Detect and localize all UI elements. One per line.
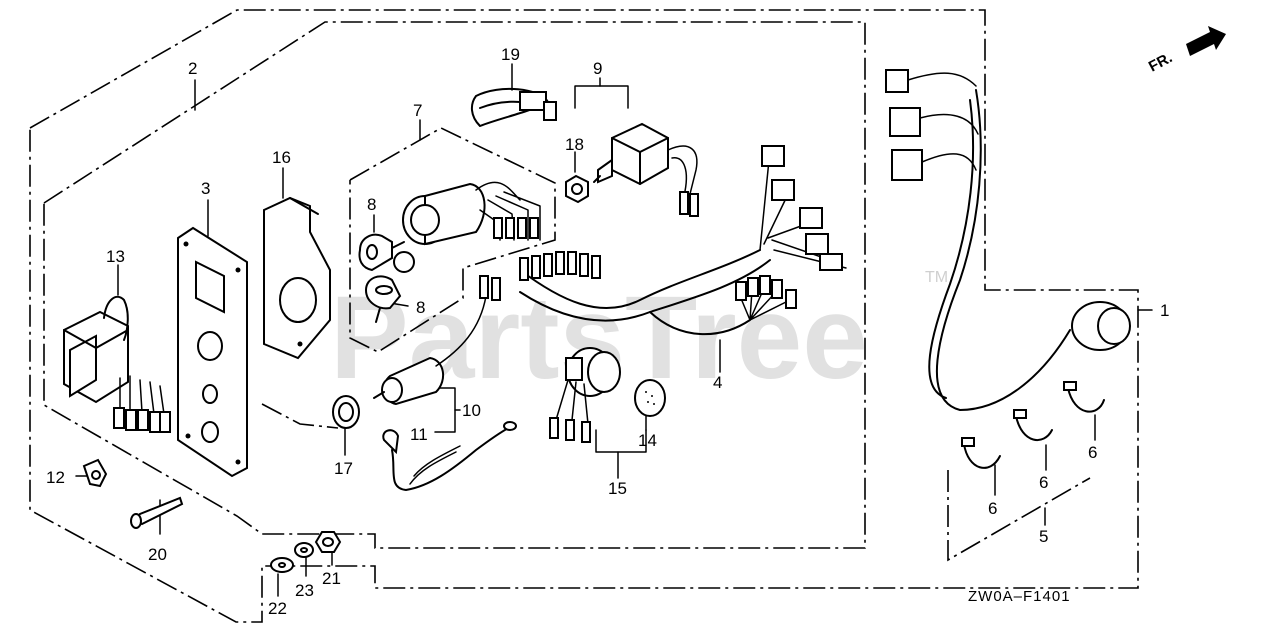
callout-labels: 1 2 3 4 5 6 6 6 6 7 8 8 9 10 11 12 13 14… [46,45,1169,618]
callout-20: 20 [148,545,167,564]
assembly-boundaries [29,9,1139,623]
callout-4: 4 [713,373,722,392]
callout-17: 17 [334,459,353,478]
callout-8-a: 8 [367,195,376,214]
callout-19: 19 [501,45,520,64]
callout-9: 9 [593,59,602,78]
callout-11: 11 [410,425,428,444]
callout-12: 12 [46,468,65,487]
leader-lines [75,63,1153,597]
part-3-panel [177,226,248,478]
callout-7: 7 [413,101,422,120]
callout-23: 23 [295,581,314,600]
front-label: FR. [1146,49,1175,75]
callout-8-b: 8 [416,298,425,317]
callout-21: 21 [322,569,341,588]
part-19-clamp [470,87,557,127]
callout-6-c: 6 [1088,443,1097,462]
part-16-bracket [263,196,331,360]
watermark-trademark: TM [925,269,948,286]
part-8-keys [358,233,405,323]
part-18-nut [565,174,589,204]
callout-10: 10 [462,401,481,420]
callout-2: 2 [188,59,197,78]
callout-15: 15 [608,479,627,498]
part-9-switch [593,122,699,217]
callout-1: 1 [1160,301,1169,320]
callout-6-b: 6 [1039,473,1048,492]
part-7-ignition-switch [393,181,541,273]
parts-21-23-fasteners [270,531,342,573]
callout-6-a: 6 [988,499,997,518]
front-orientation-arrow: FR. [1146,26,1226,76]
callout-5: 5 [1039,527,1048,546]
part-1-harness [885,69,1131,411]
part-14-cover [634,379,666,417]
part-15-buzzer [549,347,621,443]
parts-6-bands [961,381,1105,469]
part-11-lanyard [382,421,517,491]
part-13-switch [63,295,171,433]
part-4-harness [519,145,847,336]
callout-18: 18 [565,135,584,154]
callout-13: 13 [106,247,125,266]
figure-code: ZW0A–F1401 [968,588,1071,605]
callout-16: 16 [272,148,291,167]
part-20-screw [130,496,184,529]
callout-3: 3 [201,179,210,198]
part-17-grommet [332,395,360,429]
part-10-stop-switch [373,275,501,406]
part-12-clip [82,458,108,488]
callout-22: 22 [268,599,287,618]
callout-14: 14 [638,431,657,450]
